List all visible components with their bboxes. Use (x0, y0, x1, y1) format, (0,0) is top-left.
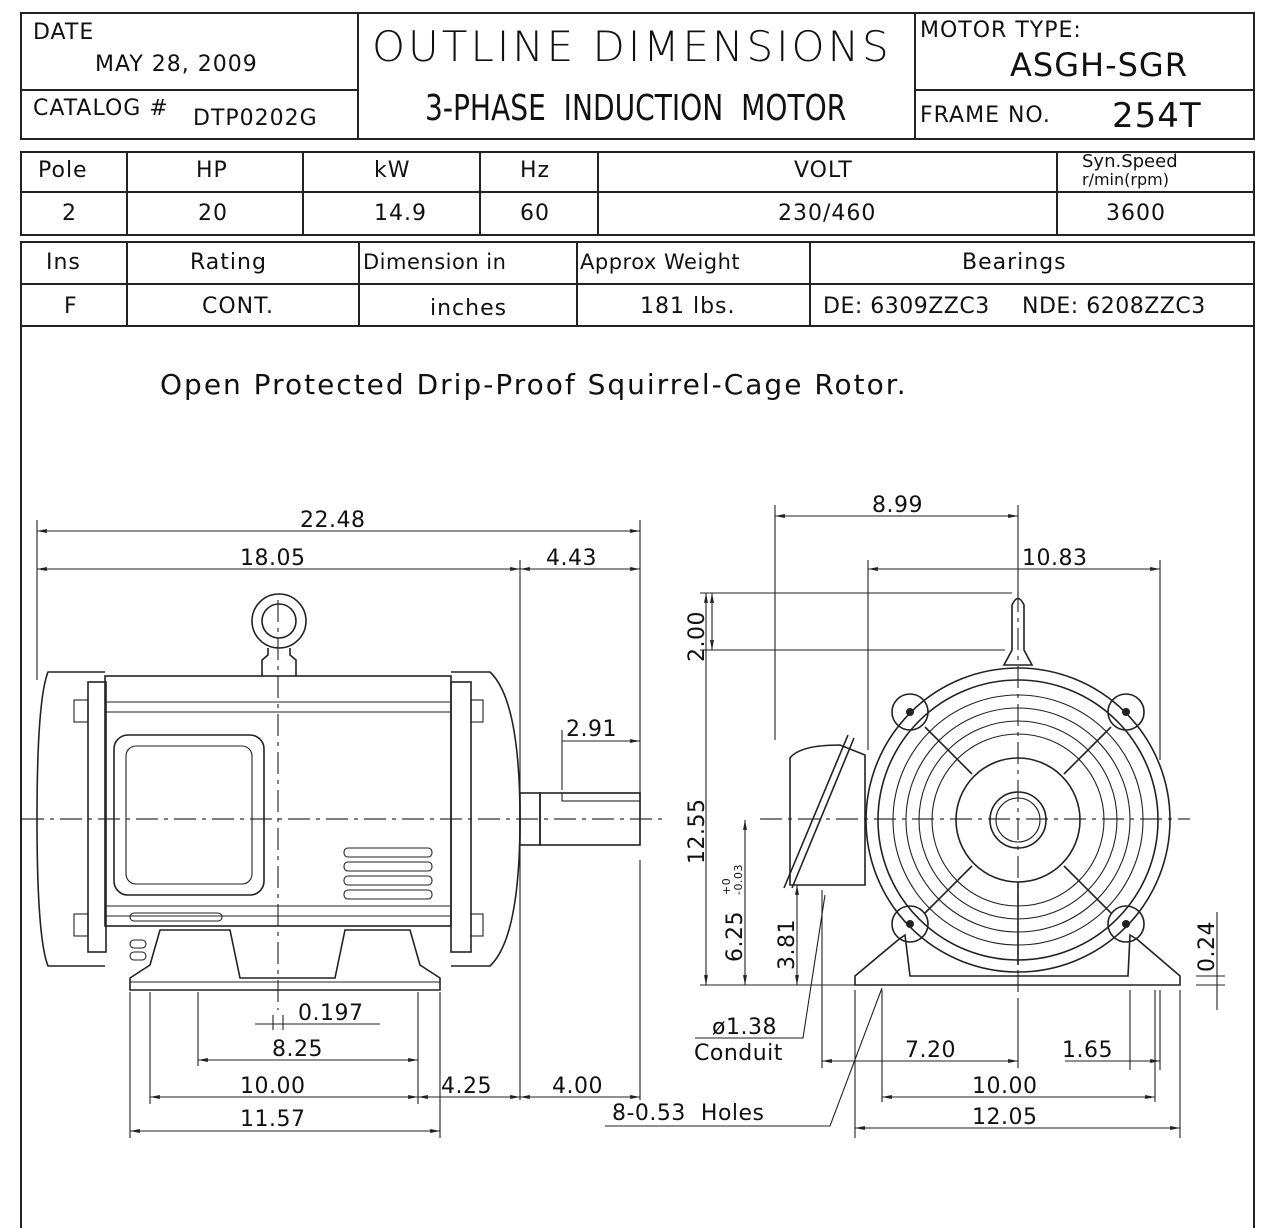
title-block (20, 12, 1255, 140)
dim-overall-height: 12.55 (685, 799, 710, 864)
page-subtitle: 3-PHASE INDUCTION MOTOR (425, 88, 847, 129)
value-bearing-nde: NDE: 6208ZZC3 (1022, 294, 1206, 319)
value-ins: F (64, 294, 78, 319)
value-kw: 14.9 (374, 201, 427, 226)
dim-body-length: 18.05 (240, 546, 305, 571)
col-divider (126, 151, 128, 236)
date-value: MAY 28, 2009 (95, 52, 258, 77)
motor-type-value: ASGH-SGR (1010, 46, 1188, 84)
catalog-value: DTP0202G (193, 106, 318, 131)
value-rating: CONT. (202, 294, 274, 319)
header-dimension: Dimension in (363, 250, 507, 274)
col-divider (126, 241, 128, 327)
dim-overall-length: 22.48 (300, 508, 365, 533)
value-dimension: inches (430, 296, 508, 321)
header-pole: Pole (38, 158, 88, 183)
dim-shoulder: 4.25 (441, 1074, 492, 1099)
header-bearings: Bearings (962, 250, 1067, 275)
value-speed: 3600 (1106, 201, 1166, 226)
frame-label: FRAME NO. (920, 103, 1051, 128)
dim-base-width: 12.05 (972, 1105, 1037, 1130)
dim-hole-span: 10.00 (972, 1074, 1037, 1099)
description: Open Protected Drip-Proof Squirrel-Cage … (160, 368, 908, 401)
dim-eyebolt-height: 2.00 (685, 611, 710, 662)
divider (915, 89, 1255, 91)
dim-tolerance-plus: +0 (720, 878, 733, 895)
dim-conduit-diameter: ø1.38 (712, 1015, 777, 1040)
dim-overall-width: 10.83 (1022, 546, 1087, 571)
motor-type-label: MOTOR TYPE: (920, 18, 1082, 43)
dim-foot-thickness: 0.24 (1195, 921, 1220, 972)
dim-shaft-height: 6.25 (723, 911, 748, 962)
side-view (22, 520, 665, 1138)
frame-left (20, 327, 22, 1228)
divider (914, 12, 916, 140)
col-divider (358, 241, 360, 327)
header-volt: VOLT (794, 158, 853, 183)
dim-conduit-height: 3.81 (775, 919, 800, 970)
dim-base-length: 11.57 (240, 1107, 305, 1132)
dim-conduit-offset: 7.20 (905, 1038, 956, 1063)
col-divider (576, 241, 578, 327)
header-hz: Hz (520, 158, 551, 183)
conduit-label: Conduit (694, 1041, 783, 1066)
value-volt: 230/460 (778, 201, 877, 226)
frame-value: 254T (1112, 96, 1202, 136)
specs-table-1 (20, 151, 1255, 236)
header-weight: Approx Weight (580, 250, 741, 274)
dim-keyway: 2.91 (566, 717, 617, 742)
header-ins: Ins (46, 250, 81, 275)
value-hp: 20 (198, 201, 228, 226)
col-divider (302, 151, 304, 236)
col-divider (597, 151, 599, 236)
dim-foot-edge: 1.65 (1062, 1038, 1113, 1063)
dim-shaft-extension: 4.43 (546, 546, 597, 571)
row-divider (20, 191, 1255, 193)
divider (20, 89, 358, 91)
dim-tolerance-minus: -0.03 (732, 864, 745, 895)
header-kw: kW (374, 158, 411, 183)
date-label: DATE (33, 20, 95, 45)
value-weight: 181 lbs. (640, 294, 736, 319)
col-divider (479, 151, 481, 236)
catalog-label: CATALOG # (33, 96, 169, 121)
header-hp: HP (196, 158, 228, 183)
value-hz: 60 (520, 201, 550, 226)
dim-offset: 0.197 (298, 1001, 363, 1026)
col-divider (1056, 151, 1058, 236)
header-rating: Rating (190, 250, 267, 275)
col-divider (809, 241, 811, 327)
holes-label: 8-0.53 Holes (612, 1101, 765, 1126)
dim-foot-hole-span: 8.25 (272, 1037, 323, 1062)
front-view (605, 505, 1225, 1138)
dim-half-width: 8.99 (872, 493, 923, 518)
header-rpm: r/min(rpm) (1082, 170, 1169, 189)
row-divider (20, 283, 1255, 285)
divider (357, 12, 359, 140)
dim-shaft-length: 4.00 (552, 1074, 603, 1099)
header-syn-speed: Syn.Speed (1082, 151, 1178, 172)
value-bearing-de: DE: 6309ZZC3 (823, 294, 990, 319)
value-pole: 2 (62, 201, 77, 226)
page-title: OUTLINE DIMENSIONS (372, 22, 892, 71)
frame-right (1253, 327, 1255, 1228)
dim-foot-span: 10.00 (240, 1074, 305, 1099)
